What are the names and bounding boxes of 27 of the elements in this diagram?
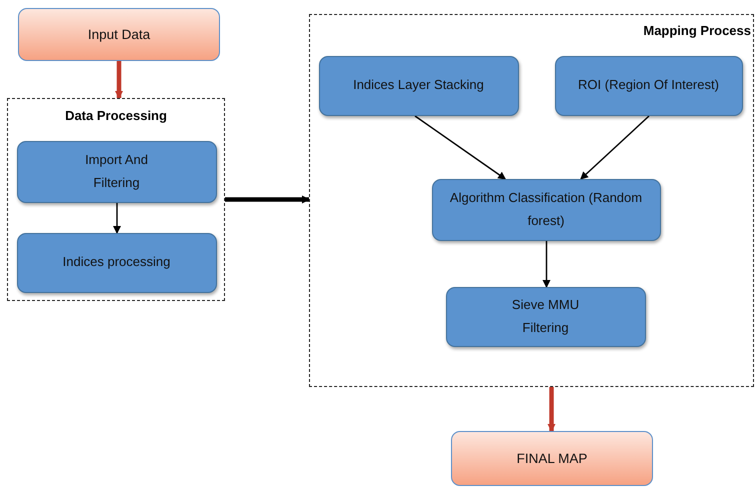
- arrow: [542, 241, 550, 288]
- node-label: Algorithm Classification (Random forest): [448, 189, 644, 230]
- arrow: [580, 115, 650, 180]
- terminal-box: [18, 8, 220, 61]
- arrow: [115, 61, 123, 99]
- group-container: [7, 98, 225, 301]
- group-title: Data Processing: [65, 108, 167, 123]
- node-label: Import And Filtering: [84, 151, 149, 192]
- arrow: [225, 196, 310, 204]
- group-title: Mapping Process: [643, 23, 751, 38]
- process-box: [446, 286, 646, 346]
- arrow: [414, 115, 506, 180]
- process-box: [554, 56, 742, 116]
- process-box: [318, 56, 518, 116]
- node-label: Input Data: [88, 27, 150, 42]
- node-label: Sieve MMU Filtering: [510, 296, 580, 337]
- arrow: [548, 387, 556, 432]
- node-label: Indices processing: [62, 253, 170, 272]
- process-box: [16, 232, 216, 292]
- arrow: [113, 203, 121, 234]
- terminal-box: [451, 431, 653, 486]
- process-box: [16, 140, 216, 202]
- node-label: ROI (Region Of Interest): [578, 76, 719, 94]
- node-label: Indices Layer Stacking: [353, 76, 484, 94]
- group-container: [309, 14, 754, 387]
- node-label: FINAL MAP: [516, 451, 588, 466]
- process-box: [432, 178, 660, 240]
